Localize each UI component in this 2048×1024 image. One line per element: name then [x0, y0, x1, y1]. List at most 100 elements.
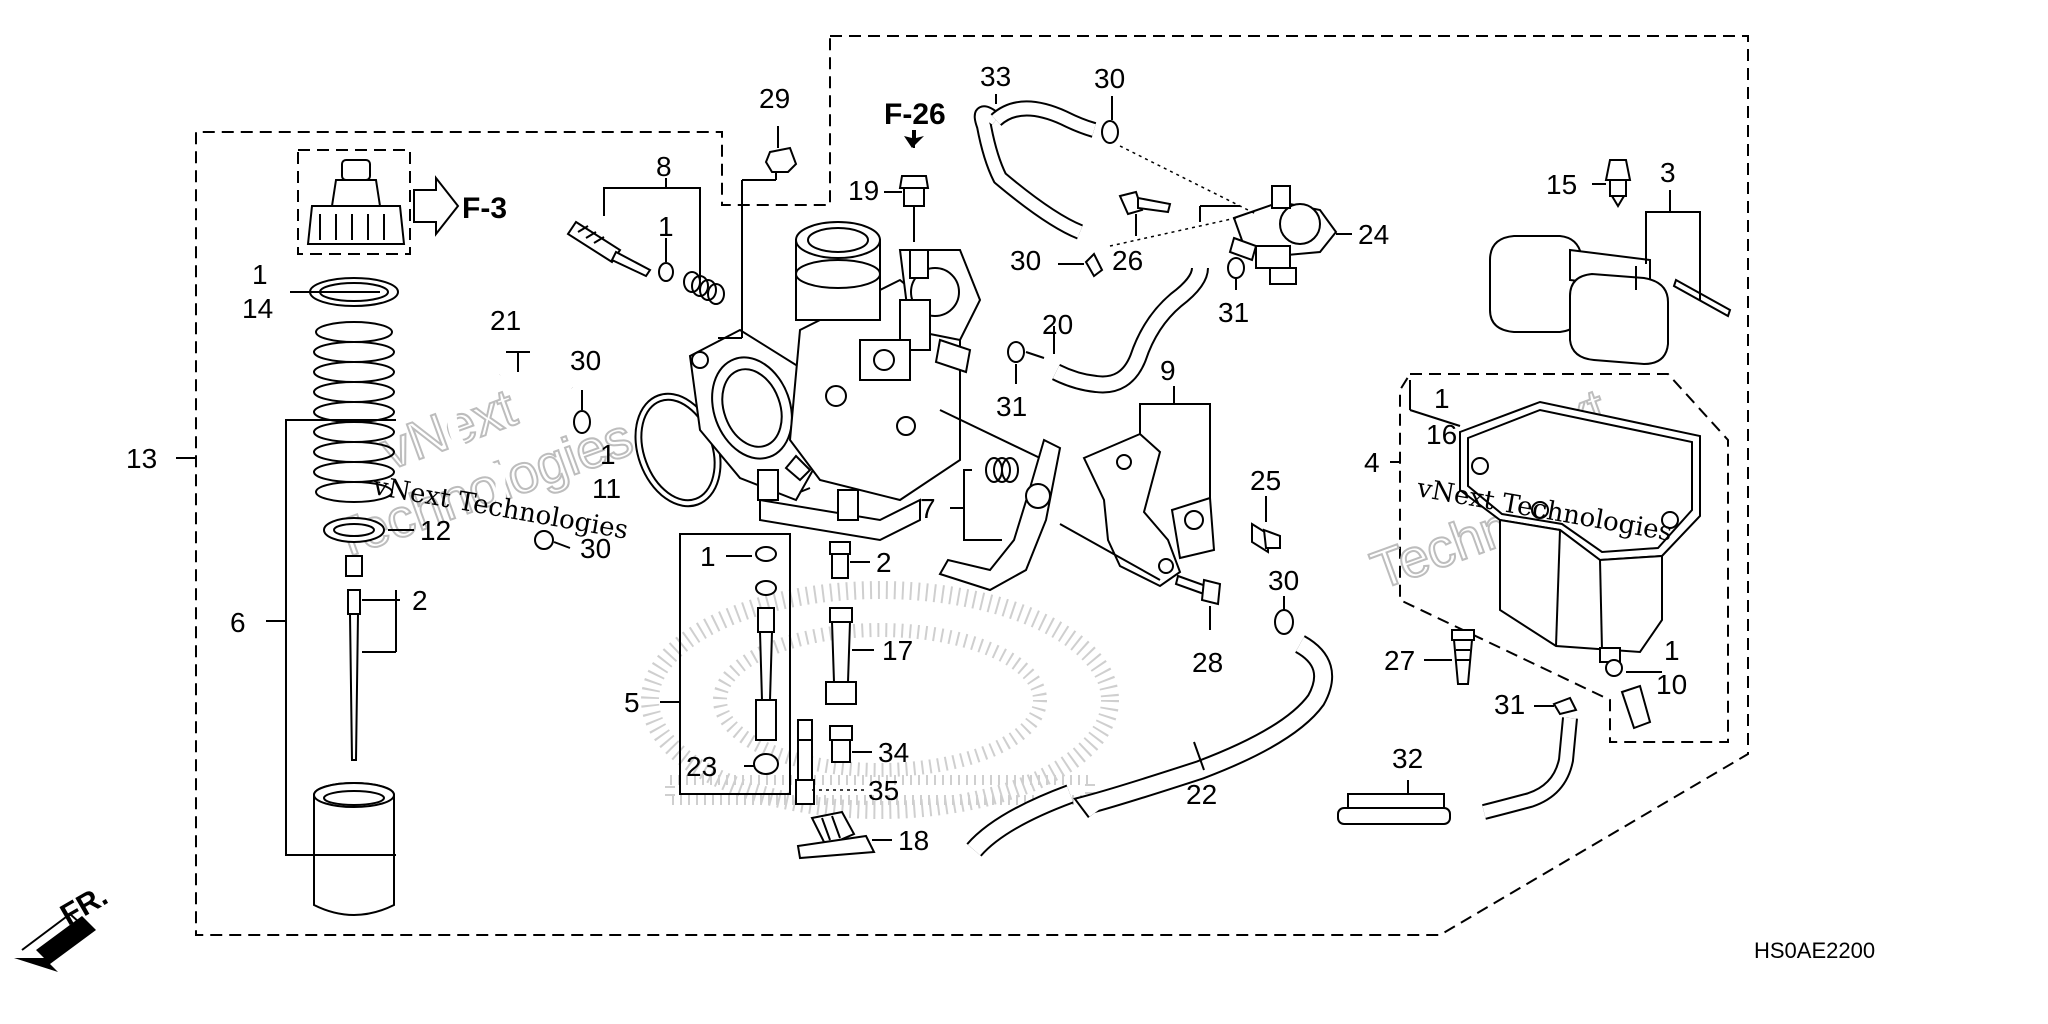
- float-pin: [1672, 278, 1732, 318]
- nut-29: [764, 146, 798, 173]
- callout-24: 24: [1358, 219, 1389, 250]
- callout-16: 16: [1426, 419, 1457, 450]
- bracket-3: [1645, 211, 1701, 300]
- drain-tube: [1482, 717, 1576, 818]
- callout-34: 34: [878, 737, 909, 768]
- bracket-8: [603, 187, 701, 280]
- callout-32: 32: [1392, 743, 1423, 774]
- float-3: [1489, 235, 1669, 366]
- callout-1-gasket: 1: [252, 259, 268, 290]
- clip-30c: [573, 410, 591, 434]
- clip-31c: [1552, 696, 1578, 716]
- screw-25: [1251, 522, 1281, 554]
- callout-25: 25: [1250, 465, 1281, 496]
- callout-30-lower: 30: [580, 533, 611, 564]
- callout-35: 35: [868, 775, 899, 806]
- needle-jet-holder-17: [825, 607, 857, 705]
- clip-30e: [1274, 609, 1294, 635]
- callout-1-kit: 1: [700, 541, 716, 572]
- callout-3: 3: [1660, 157, 1676, 188]
- ref-f26: F-26: [884, 98, 946, 131]
- callout-31-drain: 31: [1494, 689, 1525, 720]
- float-chamber-4: [1459, 400, 1701, 663]
- clip-30b: [1084, 252, 1104, 278]
- front-marker: FR.: [55, 879, 113, 932]
- pilot-screw-8: [566, 220, 652, 278]
- callout-30-hose21: 30: [570, 345, 601, 376]
- throttle-bracket-9: [1082, 432, 1216, 588]
- float-chamber-boundary: [1399, 373, 1729, 743]
- tube-32: [1337, 807, 1451, 825]
- callout-20: 20: [1042, 309, 1073, 340]
- bracket-6: [285, 419, 396, 856]
- hose-22: [1076, 637, 1332, 817]
- slow-jet-34: [829, 725, 853, 763]
- callout-29: 29: [759, 83, 790, 114]
- jet-kit-box-5: [679, 533, 791, 795]
- cap-reference-box: [297, 149, 411, 255]
- callout-23: 23: [686, 751, 717, 782]
- hollow-right-arrow-icon: [413, 175, 460, 237]
- callout-31-right: 31: [1218, 297, 1249, 328]
- callout-26: 26: [1112, 245, 1143, 276]
- screw-26: [1118, 190, 1172, 216]
- ref-f3: F-3: [462, 192, 507, 225]
- callout-22: 22: [1186, 779, 1217, 810]
- throttle-spring: [313, 321, 395, 503]
- callout-2-jet: 2: [876, 547, 892, 578]
- callout-1-drain: 1: [1664, 635, 1680, 666]
- throttle-linkage-7: [938, 438, 1062, 592]
- hose-21: [446, 370, 529, 664]
- bracket-7: [963, 469, 1002, 541]
- callout-13: 13: [126, 443, 157, 474]
- callout-19: 19: [848, 175, 879, 206]
- clip-31b: [1007, 341, 1025, 363]
- drain-screw-10: [1605, 659, 1652, 730]
- callout-30-top: 30: [1094, 63, 1125, 94]
- callout-1-chamber: 1: [1434, 383, 1450, 414]
- float-needle-valve-15: [1604, 159, 1632, 208]
- callout-10: 10: [1656, 669, 1687, 700]
- callout-30-mid: 30: [1010, 245, 1041, 276]
- jet-kit-parts: [753, 546, 779, 775]
- choke-plunger-18: [796, 810, 876, 860]
- callout-8: 8: [656, 151, 672, 182]
- fuel-valve-24: [1228, 185, 1338, 285]
- washer-1a: [658, 262, 674, 282]
- callout-1-screw: 1: [658, 211, 674, 242]
- callout-4: 4: [1364, 447, 1380, 478]
- front-arrow-icon: [14, 912, 96, 972]
- callout-21: 21: [490, 305, 521, 336]
- callout-33: 33: [980, 61, 1011, 92]
- carburetor-body-11: [634, 221, 982, 542]
- needle-clip: [345, 555, 363, 577]
- hose-33: [975, 107, 1083, 238]
- assembly-boundary: [195, 35, 1749, 936]
- callout-7: 7: [920, 493, 936, 524]
- pilot-spring: [683, 271, 725, 305]
- screw-27: [1451, 629, 1475, 685]
- carburetor-top-cap: [306, 159, 406, 245]
- clip-30d: [534, 530, 554, 550]
- throttle-valve-slide: [313, 782, 395, 916]
- callout-2-needle: 2: [412, 585, 428, 616]
- callout-18: 18: [898, 825, 929, 856]
- callout-30-right: 30: [1268, 565, 1299, 596]
- screw-28: [1174, 574, 1222, 606]
- callout-12: 12: [420, 515, 451, 546]
- main-jet-2: [829, 541, 851, 579]
- clip-31a: [1227, 257, 1245, 279]
- hose-20: [1052, 267, 1207, 392]
- callout-15: 15: [1546, 169, 1577, 200]
- callout-27: 27: [1384, 645, 1415, 676]
- callout-14: 14: [242, 293, 273, 324]
- callout-11: 11: [592, 473, 621, 504]
- callout-5: 5: [624, 687, 640, 718]
- callout-1-body: 1: [600, 439, 616, 470]
- jet-35: [795, 719, 815, 805]
- clip-30a: [1101, 120, 1119, 144]
- jet-needle: [348, 613, 360, 761]
- callout-17: 17: [882, 635, 913, 666]
